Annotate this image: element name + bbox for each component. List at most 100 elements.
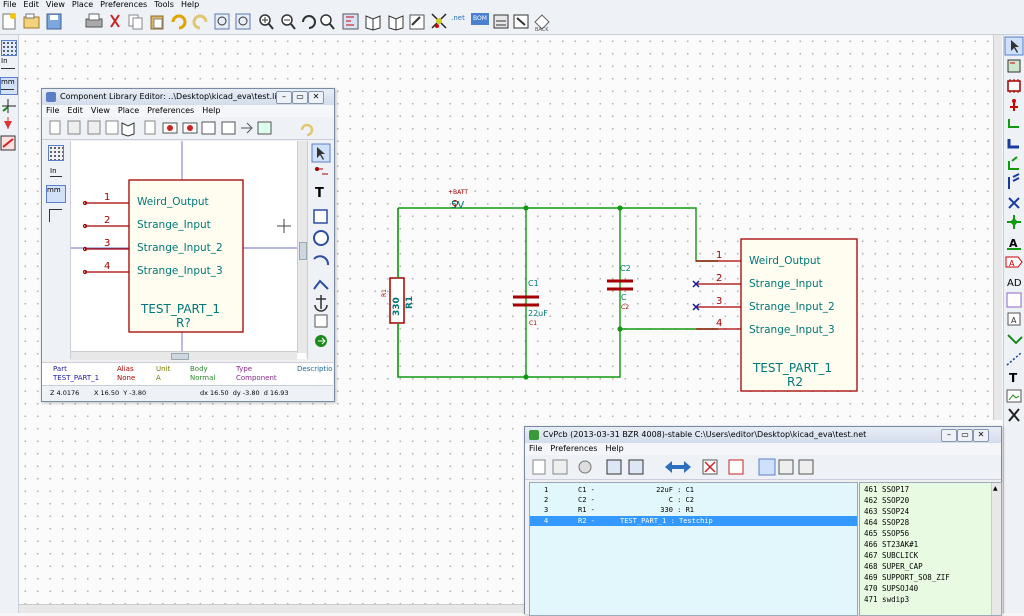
new-component-icon[interactable] — [49, 120, 61, 135]
footprint-vscroll[interactable]: ▲ — [991, 483, 1001, 615]
lib-hscroll[interactable] — [71, 351, 297, 360]
add-polyline-icon[interactable] — [313, 279, 329, 290]
hidden-pins-icon[interactable] — [4, 117, 12, 129]
capacitor-c1[interactable] — [513, 295, 539, 307]
menu-view[interactable]: View — [45, 0, 65, 9]
import-icon[interactable] — [105, 120, 119, 135]
menu-preferences[interactable]: Preferences — [100, 0, 148, 9]
save-icon[interactable] — [46, 13, 62, 30]
menu-place[interactable]: Place — [117, 106, 140, 115]
menu-tools[interactable]: Tools — [154, 0, 174, 9]
lib-component-body[interactable] — [128, 179, 244, 333]
filter-footprints-icon[interactable] — [758, 458, 776, 476]
component-pins-r2[interactable] — [696, 260, 741, 330]
view-footprint-icon[interactable] — [606, 459, 622, 475]
menu-file[interactable]: File — [46, 106, 60, 115]
part-icon[interactable] — [257, 121, 272, 135]
units-inch-icon[interactable]: In — [1, 57, 16, 73]
filter-library-icon[interactable] — [798, 459, 814, 475]
redo-icon[interactable] — [192, 14, 208, 30]
check-icon[interactable] — [201, 121, 216, 135]
list-item[interactable]: 467 SUBCLICK — [864, 551, 919, 560]
add-wire-icon[interactable] — [1008, 119, 1019, 128]
cursor-icon[interactable] — [2, 99, 16, 113]
select-arrow-icon[interactable] — [311, 143, 331, 163]
wire-net[interactable] — [397, 207, 718, 378]
library-editor-icon[interactable] — [365, 15, 381, 31]
global-label-icon[interactable]: A — [1005, 256, 1023, 268]
menu-edit[interactable]: Edit — [67, 106, 83, 115]
grid-icon[interactable] — [1, 40, 17, 56]
menu-place[interactable]: Place — [71, 0, 94, 9]
netlist-icon[interactable]: .net — [451, 14, 465, 22]
add-text-icon[interactable]: T — [315, 186, 324, 201]
bus-wire-icon[interactable] — [0, 135, 16, 151]
pcbnew-icon[interactable] — [513, 14, 529, 29]
delete-icon[interactable] — [1008, 408, 1020, 422]
save-component-icon[interactable] — [87, 120, 101, 135]
delete-association-icon[interactable] — [728, 459, 744, 475]
open-icon[interactable] — [23, 13, 40, 29]
add-component-icon[interactable] — [1007, 79, 1021, 93]
list-item[interactable]: 468 SUPER_CAP — [864, 562, 923, 571]
filter-pins-icon[interactable] — [778, 459, 794, 475]
list-item[interactable]: 463 SSOP24 — [864, 507, 910, 516]
add-rect-icon[interactable] — [313, 209, 328, 224]
alias-icon[interactable] — [221, 121, 236, 135]
load-component-icon[interactable] — [67, 120, 81, 135]
zoom-redraw-icon[interactable] — [302, 15, 316, 29]
net-label-icon[interactable]: A — [1007, 237, 1021, 250]
lib-pins[interactable] — [82, 200, 130, 275]
wire-to-bus-entry-icon[interactable] — [1008, 156, 1019, 170]
undo-icon[interactable] — [300, 123, 314, 137]
cvpcb-icon[interactable] — [493, 14, 509, 29]
cut-icon[interactable] — [110, 14, 120, 28]
hierarchy-navigator-icon[interactable] — [1007, 59, 1021, 73]
save-netlist-icon[interactable] — [552, 459, 568, 475]
close-button[interactable]: ✕ — [973, 429, 989, 442]
add-pin-icon[interactable] — [315, 167, 328, 175]
add-power-icon[interactable] — [1010, 99, 1018, 111]
zoom-in-icon[interactable] — [259, 14, 274, 30]
footprint-list[interactable]: 461 SSOP17 462 SSOP20 463 SSOP24 464 SSO… — [859, 482, 1002, 616]
annotate-icon[interactable] — [409, 14, 425, 30]
canvas-vscroll[interactable] — [993, 35, 1002, 420]
export-shape-icon[interactable] — [315, 335, 327, 347]
library-editor-canvas[interactable]: 1 2 3 4 Weird_Output Strange_Input Stran… — [71, 141, 307, 360]
no-connect-icon[interactable] — [1008, 197, 1020, 209]
resistor-r1[interactable] — [389, 208, 405, 377]
bom-icon[interactable]: BOM — [471, 13, 489, 25]
grid-icon[interactable] — [48, 145, 64, 161]
fields-icon[interactable] — [162, 122, 178, 134]
menu-preferences[interactable]: Preferences — [550, 444, 598, 453]
list-item[interactable]: 464 SSOP28 — [864, 518, 910, 527]
select-arrow-icon[interactable] — [1004, 36, 1024, 56]
menu-view[interactable]: View — [90, 106, 110, 115]
hierarchy-icon[interactable] — [342, 13, 359, 30]
list-item[interactable]: 461 SSOP17 — [864, 485, 910, 494]
bus-to-bus-entry-icon[interactable] — [1008, 173, 1020, 189]
cursor-icon[interactable] — [49, 209, 62, 222]
auto-associate-icon[interactable] — [702, 459, 718, 475]
paste-icon[interactable] — [150, 15, 164, 30]
next-icon[interactable] — [678, 461, 691, 473]
print-icon[interactable] — [85, 13, 103, 28]
add-arc-icon[interactable] — [313, 255, 330, 266]
canvas-hscroll[interactable] — [19, 604, 524, 613]
replace-icon[interactable] — [235, 13, 251, 30]
list-item[interactable]: 466 ST23AK#1 — [864, 540, 919, 549]
import-sheet-pin-icon[interactable]: A — [1007, 312, 1021, 326]
config-icon[interactable] — [578, 460, 592, 474]
restore-button[interactable]: ▭ — [957, 429, 973, 442]
component-body-r2[interactable] — [740, 238, 858, 392]
anchor-icon[interactable] — [314, 295, 328, 312]
menu-file[interactable]: File — [3, 0, 17, 9]
sheet-pin-icon[interactable] — [1007, 334, 1023, 345]
cvpcb-window[interactable]: CvPcb (2013-03-31 BZR 4008)-stable C:\Us… — [524, 426, 1002, 616]
zoom-fit-icon[interactable] — [320, 14, 335, 30]
restore-button[interactable]: ▭ — [292, 91, 308, 104]
library-editor-window[interactable]: Component Library Editor: ..\Desktop\kic… — [41, 88, 335, 402]
menu-edit[interactable]: Edit — [23, 0, 39, 9]
